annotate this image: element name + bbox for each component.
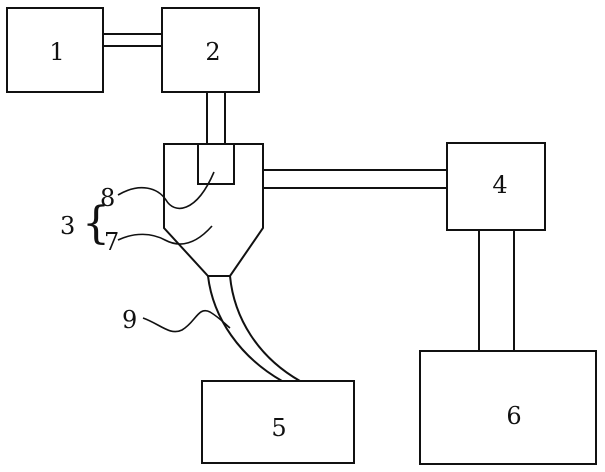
- box-1-label: 1: [49, 38, 64, 66]
- discharge-tube-outer: [207, 275, 283, 382]
- box-6: [419, 350, 597, 465]
- label-3: 3: [60, 212, 75, 240]
- box-1: [6, 7, 104, 93]
- leader-9: [142, 309, 231, 333]
- leader-7: [117, 225, 213, 245]
- box-4: [446, 142, 546, 231]
- box-5-label: 5: [271, 414, 286, 442]
- inlet-box: [197, 143, 235, 185]
- leader-8: [117, 171, 215, 210]
- label-7: 7: [104, 228, 119, 256]
- box-2: [161, 7, 260, 93]
- discharge-tube-inner: [229, 275, 301, 382]
- brace-3: {: [82, 198, 110, 249]
- box-2-label: 2: [205, 38, 220, 66]
- box-4-label: 4: [492, 171, 507, 199]
- label-8: 8: [100, 184, 115, 212]
- box-6-label: 6: [506, 402, 521, 430]
- label-9: 9: [122, 306, 137, 334]
- box-5: [201, 380, 355, 464]
